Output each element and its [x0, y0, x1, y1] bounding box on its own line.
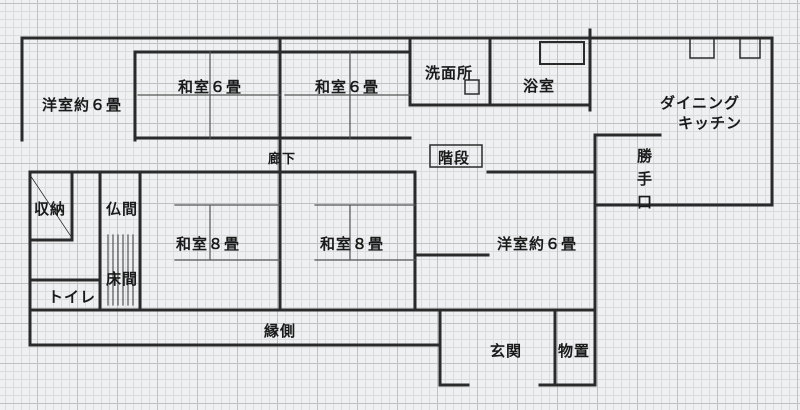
room-japanese6-b: 和室６畳	[315, 78, 380, 96]
room-altar: 仏間	[106, 200, 139, 218]
room-shed: 物置	[558, 342, 591, 360]
room-stairs: 階段	[438, 149, 471, 167]
stairs-box	[429, 144, 483, 168]
sink	[464, 79, 480, 95]
room-japanese8-b: 和室８畳	[320, 235, 385, 253]
room-dining-line1: ダイニング	[660, 94, 741, 112]
room-washroom: 洗面所	[425, 64, 474, 82]
room-western-e: 洋室約６畳	[497, 235, 578, 253]
room-bathroom: 浴室	[523, 77, 556, 95]
exterior-walls	[20, 28, 774, 387]
room-hallway: 廊下	[268, 152, 297, 167]
room-veranda: 縁側	[264, 322, 297, 340]
bathtub	[539, 41, 585, 65]
room-japanese6-a: 和室６畳	[178, 78, 243, 96]
room-western-nw: 洋室約６畳	[42, 96, 123, 114]
room-dining-line2: キッチン	[678, 114, 743, 132]
kitchen-fixture	[739, 37, 761, 59]
room-storage: 収納	[34, 200, 67, 218]
kitchen-fixture	[689, 37, 715, 59]
room-back-door: 勝手口	[635, 148, 653, 217]
room-tokonoma: 床間	[106, 270, 139, 288]
storage-diagonal	[29, 174, 73, 239]
room-toilet: トイレ	[48, 288, 97, 306]
room-entrance: 玄関	[490, 342, 523, 360]
room-japanese8-a: 和室８畳	[176, 235, 241, 253]
tatami-lines	[107, 51, 416, 306]
